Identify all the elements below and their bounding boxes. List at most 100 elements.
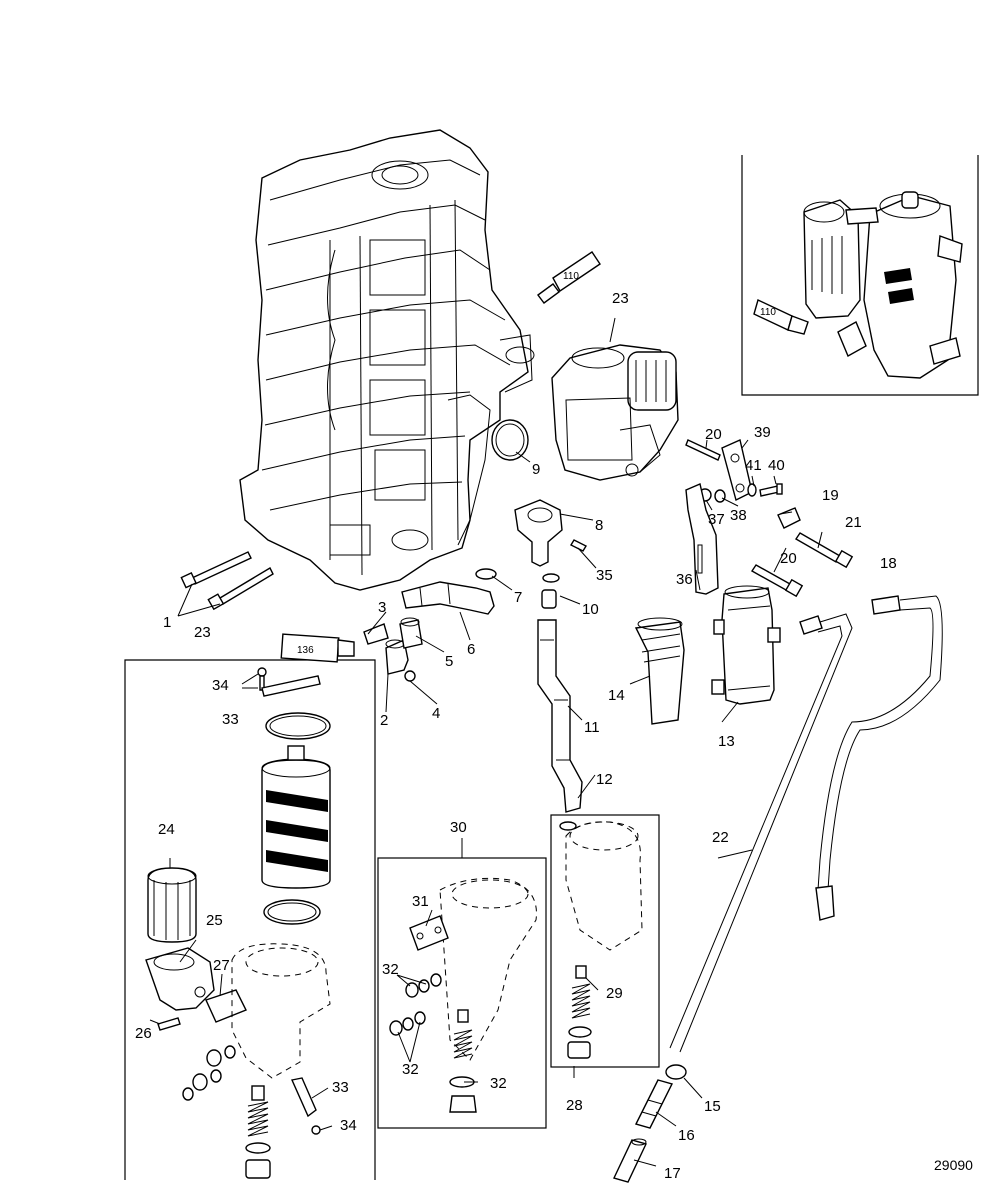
mounting-plate-39	[721, 439, 753, 502]
curved-fuel-hose	[815, 595, 943, 921]
callout-12: 12	[596, 771, 613, 788]
engine-block	[239, 129, 535, 591]
callout-39: 39	[754, 424, 771, 441]
screw-26	[157, 1017, 181, 1031]
filter-housing-13	[711, 585, 781, 705]
callout-7: 7	[514, 589, 522, 606]
callout-25: 25	[206, 912, 223, 929]
bracket-33-lower	[291, 1077, 317, 1118]
callout-20-upper: 20	[705, 426, 722, 443]
callout-2: 2	[380, 712, 388, 729]
callout-29: 29	[606, 985, 623, 1002]
figure-number: 29090	[934, 1157, 973, 1173]
sealant-tube-110-inset: 110	[753, 299, 809, 335]
bolt-20-lower	[750, 564, 804, 598]
callout-32-b: 32	[402, 1061, 419, 1078]
panel-frames	[124, 155, 979, 1180]
gasket-31	[409, 915, 449, 951]
stud-20-upper	[685, 439, 721, 461]
leader-lines	[149, 317, 823, 1167]
callout-32-a: 32	[382, 961, 399, 978]
callout-26: 26	[135, 1025, 152, 1042]
fitting-16	[634, 1079, 674, 1129]
callout-27: 27	[213, 957, 230, 974]
callout-34-upper: 34	[212, 677, 229, 694]
callout-11: 11	[584, 719, 600, 736]
callout-numbers: 1 2 3 4 5 6 7 8 9 10 11 12 13 14 15 16 1…	[135, 290, 897, 1182]
callout-33-upper: 33	[222, 711, 239, 728]
fitting-8	[514, 499, 563, 567]
filter-housing-lower-left	[231, 943, 331, 1079]
o-ring-upper	[265, 712, 331, 740]
screw-4	[404, 670, 416, 682]
hose-6	[401, 581, 495, 615]
o-ring-12	[559, 821, 577, 831]
callout-28: 28	[566, 1097, 583, 1114]
callout-10: 10	[582, 601, 599, 618]
callout-15: 15	[704, 1098, 721, 1115]
callout-20-lower: 20	[780, 550, 797, 567]
callout-19: 19	[822, 487, 839, 504]
callout-31: 31	[412, 893, 429, 910]
callout-23-upper: 23	[612, 290, 629, 307]
clip-19	[777, 507, 801, 529]
tube-label: 110	[760, 307, 776, 318]
plug-3	[363, 623, 389, 645]
screw-40	[759, 483, 783, 497]
callout-14: 14	[608, 687, 625, 704]
screw-34-upper	[257, 667, 267, 691]
valve-spring-lower-left	[245, 1085, 271, 1179]
gasket-27	[205, 989, 247, 1023]
callout-33-lower: 33	[332, 1079, 349, 1096]
oil-filter-24	[147, 867, 197, 943]
callout-9: 9	[532, 461, 540, 478]
callout-40: 40	[768, 457, 785, 474]
callout-13: 13	[718, 733, 735, 750]
callout-35: 35	[596, 567, 613, 584]
fitting-17	[613, 1138, 647, 1183]
bolt-21	[795, 532, 854, 569]
screw-34-lower	[311, 1125, 321, 1135]
fitting-5	[399, 617, 423, 649]
screw-35	[570, 539, 587, 552]
callout-1: 1	[163, 614, 171, 631]
washer-41	[747, 483, 757, 497]
fuel-filter-assembly-23	[551, 344, 679, 481]
callout-5: 5	[445, 653, 453, 670]
elbow-fitting-2	[385, 639, 409, 675]
callout-34-lower: 34	[340, 1117, 357, 1134]
clamp-7	[475, 568, 497, 580]
callout-18: 18	[880, 555, 897, 572]
o-ring-9	[491, 419, 529, 461]
filter-assembly-inset	[803, 191, 963, 379]
collar-10	[541, 589, 557, 609]
callout-4: 4	[432, 705, 440, 722]
callout-30: 30	[450, 819, 467, 836]
callout-32-c: 32	[490, 1075, 507, 1092]
clamp-15	[665, 1064, 687, 1080]
tube-label: 110	[563, 271, 579, 282]
o-ring-lower	[263, 899, 321, 925]
filter-element-14	[634, 617, 685, 725]
sealant-tube-110-upper: 110	[537, 251, 601, 304]
bolts-1	[180, 551, 274, 611]
kit-28-housing	[565, 821, 643, 951]
washer-38	[714, 489, 726, 503]
kit-30-housing	[439, 877, 537, 1061]
seal-rings-32	[389, 973, 442, 1036]
filter-element-cylinder	[261, 745, 331, 889]
callout-36: 36	[676, 571, 693, 588]
valve-spring-kit-30	[449, 1009, 477, 1113]
callout-37: 37	[708, 511, 725, 528]
callout-38: 38	[730, 507, 747, 524]
callout-6: 6	[467, 641, 475, 658]
callout-22: 22	[712, 829, 729, 846]
callout-23-lower: 23	[194, 624, 211, 641]
sealant-tube-136: 136	[280, 633, 355, 663]
callout-3: 3	[378, 599, 386, 616]
hose-11	[537, 619, 583, 813]
tube-label: 136	[297, 645, 314, 656]
valve-29	[567, 965, 592, 1059]
callout-16: 16	[678, 1127, 695, 1144]
